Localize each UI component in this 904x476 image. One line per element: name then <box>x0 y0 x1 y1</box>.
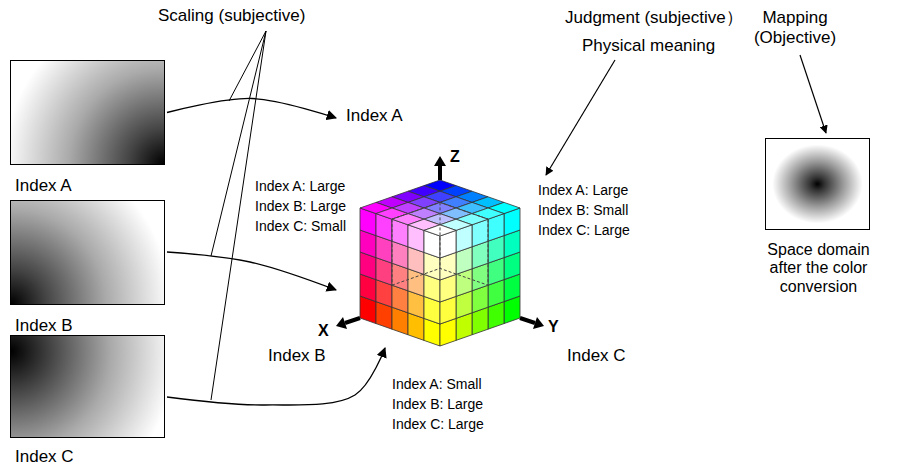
annotation: Judgment (subjective） <box>565 8 743 28</box>
image-panel: Index B <box>10 200 165 305</box>
corner-note: Index B: Large <box>392 396 483 412</box>
corner-note: Index A: Small <box>392 376 482 392</box>
judgment-arrow <box>546 60 615 175</box>
scaling-arrow <box>167 252 336 290</box>
image-label: Index B <box>15 316 73 336</box>
annotation: Mapping (Objective) <box>745 8 845 47</box>
cut-outline <box>488 219 489 285</box>
corner-note: Index B: Large <box>255 198 346 214</box>
axis-letter: Y <box>548 318 559 336</box>
mapping-arrow <box>800 55 826 133</box>
corner-note: Index A: Large <box>255 178 345 194</box>
corner-note: Index C: Small <box>255 218 346 234</box>
color-cube-target: Index AIndex BIndex C <box>338 104 538 346</box>
axis-label: Index B <box>268 346 326 366</box>
color-cube <box>360 180 520 346</box>
axis-letter: Z <box>450 148 460 166</box>
image-label: Index C <box>15 447 74 467</box>
axis-label: Index A <box>346 106 403 126</box>
image-label: Space domain after the color conversion <box>753 241 884 296</box>
annotation: Scaling (subjective) <box>158 6 305 26</box>
leader-lines <box>211 31 266 400</box>
corner-note: Index C: Large <box>392 416 484 432</box>
axis-label: Index C <box>567 346 626 366</box>
image-panel: Index A <box>10 60 165 165</box>
axis-arrows <box>336 156 544 329</box>
cut-outline <box>440 202 441 268</box>
image-label: Index A <box>15 176 72 196</box>
corner-note: Index C: Large <box>538 222 630 238</box>
annotation: Physical meaning <box>582 36 715 56</box>
axis-letter: X <box>318 322 329 340</box>
image-panel: Space domain after the color conversion <box>765 138 870 230</box>
corner-note: Index A: Large <box>538 182 628 198</box>
cut-outline <box>392 268 488 285</box>
cut-outline <box>392 219 393 285</box>
corner-note: Index B: Small <box>538 202 628 218</box>
image-panel: Index C <box>10 335 165 438</box>
scaling-arrow <box>167 98 336 118</box>
